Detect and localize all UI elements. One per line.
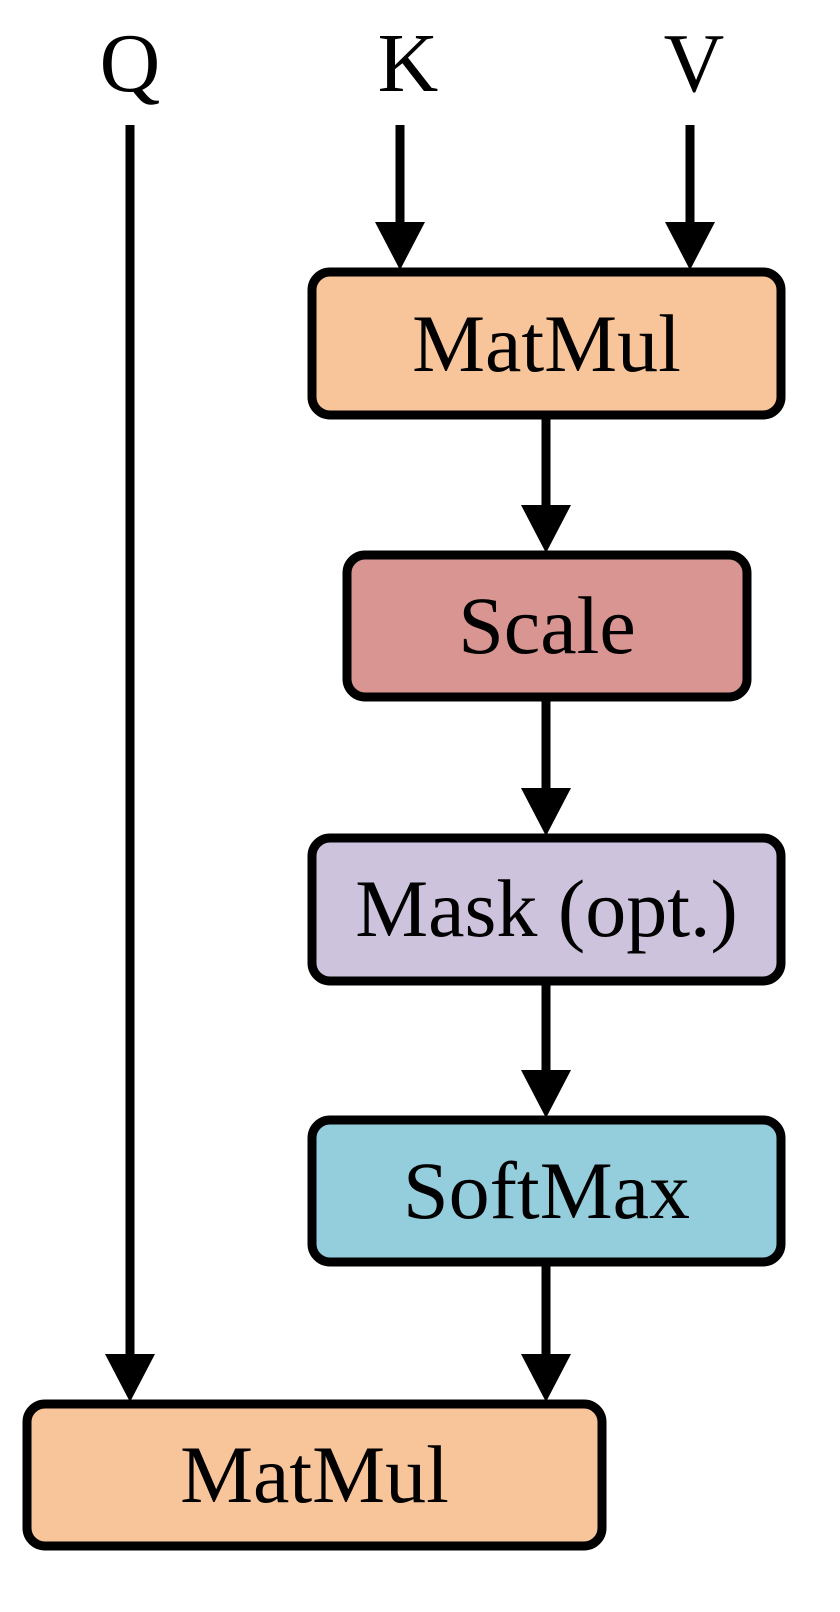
arrow-v-to-matmul — [665, 125, 715, 270]
arrow-q-to-matmul — [105, 125, 155, 1402]
arrow-scale-to-mask — [521, 701, 571, 836]
input-label-k: K — [377, 17, 439, 110]
softmax-label: SoftMax — [403, 1145, 690, 1236]
softmax-box — [307, 1115, 786, 1267]
input-label-q: Q — [99, 17, 161, 110]
scale-box — [342, 550, 752, 702]
scale-label: Scale — [458, 580, 636, 671]
matmul-top-label: MatMul — [412, 298, 681, 389]
mask-box — [307, 833, 786, 986]
arrow-matmul-to-scale — [521, 419, 571, 553]
matmul-top-box — [307, 267, 786, 420]
arrow-k-to-matmul — [375, 125, 425, 270]
input-label-v: V — [663, 17, 725, 110]
mask-label: Mask (opt.) — [355, 863, 738, 954]
arrow-softmax-to-matmul — [521, 1266, 571, 1402]
matmul-bottom-label: MatMul — [180, 1429, 449, 1520]
arrow-mask-to-softmax — [521, 985, 571, 1118]
matmul-bottom-box — [22, 1399, 607, 1551]
